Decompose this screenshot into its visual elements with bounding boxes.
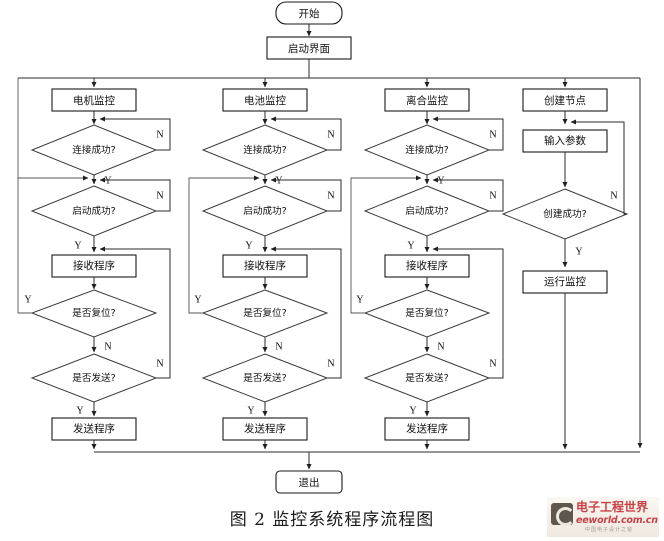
branch-battery-conn-yes: Y	[275, 175, 282, 186]
edge-clutch-conn-no	[432, 116, 504, 151]
node-battery-recv-label: 接收程序	[244, 259, 286, 272]
node-clutch-start-label: 启动成功?	[405, 205, 448, 217]
edge-battery-conn-no	[270, 116, 342, 151]
col-clutch: 离合监控 连接成功? N Y 启动成功? N Y 接收程序 是否复位? Y N	[350, 88, 504, 450]
node-battery-start-label: 启动成功?	[243, 205, 286, 217]
watermark-en-text: eeworld.com.cn	[576, 515, 658, 526]
edge-createok-no	[570, 119, 627, 215]
flowchart-svg: 开始 启动界面 电机监控 连接成功? N Y	[17, 1, 643, 494]
branch-battery-send-no: N	[327, 358, 334, 369]
edge-clutch-reset-yes	[350, 175, 422, 314]
eeworld-logo-icon	[551, 503, 575, 526]
col-motor: 电机监控 连接成功? N Y 启动成功? N Y 接收程序 是否复位? Y	[17, 88, 171, 450]
branch-battery-start-no: N	[327, 190, 334, 201]
node-create-node-label: 创建节点	[544, 94, 586, 107]
branch-createok-yes: Y	[575, 246, 582, 257]
branch-clutch-start-yes: Y	[407, 240, 414, 251]
branch-motor-send-yes: Y	[76, 405, 83, 416]
watermark-body: 电子工程世界 eeworld.com.cn 中国电子设计之窗	[547, 497, 659, 537]
edge-motor-send-no	[99, 246, 171, 379]
branch-clutch-reset-no: N	[437, 341, 444, 352]
node-battery-conn-label: 连接成功?	[243, 144, 286, 156]
node-clutch-send-p-label: 发送程序	[406, 422, 448, 435]
watermark-eeworld: 电子工程世界 eeworld.com.cn 中国电子设计之窗	[547, 497, 659, 537]
branch-battery-conn-no: N	[327, 129, 334, 140]
node-run-monitor-label: 运行监控	[544, 275, 586, 288]
node-battery-monitor-label: 电池监控	[244, 94, 286, 107]
node-motor-send-q-label: 是否发送?	[72, 372, 115, 384]
edge-battery-send-no	[270, 246, 342, 379]
node-clutch-monitor-label: 离合监控	[406, 94, 448, 107]
branch-clutch-conn-no: N	[489, 129, 496, 140]
node-start: 开始	[275, 1, 343, 25]
node-input-params-label: 输入参数	[544, 134, 586, 147]
node-motor-send-p-label: 发送程序	[73, 422, 115, 435]
node-start-label: 开始	[299, 7, 320, 20]
watermark-sub-text: 中国电子设计之窗	[585, 527, 634, 533]
node-clutch-reset-label: 是否复位?	[405, 307, 448, 319]
node-motor-recv-label: 接收程序	[73, 259, 115, 272]
node-motor-conn-label: 连接成功?	[72, 144, 115, 156]
node-motor-monitor-label: 电机监控	[73, 94, 115, 107]
branch-motor-conn-yes: Y	[104, 175, 111, 186]
branch-clutch-reset-yes: Y	[356, 294, 363, 305]
node-startup-ui-label: 启动界面	[288, 42, 330, 55]
col-battery: 电池监控 连接成功? N Y 启动成功? N Y 接收程序 是否复位? Y N	[188, 88, 342, 450]
branch-battery-start-yes: Y	[245, 240, 252, 251]
node-battery-reset-label: 是否复位?	[243, 307, 286, 319]
node-exit-label: 退出	[299, 476, 320, 489]
edge-motor-reset-yes	[17, 175, 89, 314]
node-create-ok-label: 创建成功?	[543, 208, 586, 220]
watermark-cn-text: 电子工程世界	[576, 500, 649, 514]
node-battery-send-p-label: 发送程序	[244, 422, 286, 435]
branch-motor-start-no: N	[156, 190, 163, 201]
branch-motor-send-no: N	[156, 358, 163, 369]
node-battery-send-q-label: 是否发送?	[243, 372, 286, 384]
col-create-node: 创建节点 输入参数 创建成功? N Y 运行监控	[501, 88, 629, 450]
edge-battery-start-no	[270, 177, 342, 212]
edge-motor-start-no	[99, 177, 171, 212]
figure-caption: 图 2 监控系统程序流程图	[229, 510, 435, 530]
branch-clutch-send-no: N	[489, 358, 496, 369]
node-motor-start-label: 启动成功?	[72, 205, 115, 217]
node-clutch-conn-label: 连接成功?	[405, 144, 448, 156]
edge-battery-reset-yes	[188, 175, 260, 314]
branch-clutch-conn-yes: Y	[437, 175, 444, 186]
node-clutch-send-q-label: 是否发送?	[405, 372, 448, 384]
branch-clutch-start-no: N	[489, 190, 496, 201]
branch-motor-reset-yes: Y	[24, 294, 31, 305]
branch-battery-send-yes: Y	[247, 405, 254, 416]
branch-motor-conn-no: N	[156, 129, 163, 140]
node-clutch-recv-label: 接收程序	[406, 259, 448, 272]
branch-clutch-send-yes: Y	[409, 405, 416, 416]
node-startup-ui: 启动界面	[266, 36, 352, 60]
branch-battery-reset-no: N	[275, 341, 282, 352]
branch-createok-no: N	[610, 190, 617, 201]
node-motor-reset-label: 是否复位?	[72, 307, 115, 319]
edge-clutch-send-no	[432, 246, 504, 379]
branch-battery-reset-yes: Y	[194, 294, 201, 305]
edge-motor-conn-no	[99, 116, 171, 151]
branch-motor-start-yes: Y	[74, 240, 81, 251]
edge-clutch-start-no	[432, 177, 504, 212]
branch-motor-reset-no: N	[104, 341, 111, 352]
node-exit: 退出	[275, 470, 343, 494]
